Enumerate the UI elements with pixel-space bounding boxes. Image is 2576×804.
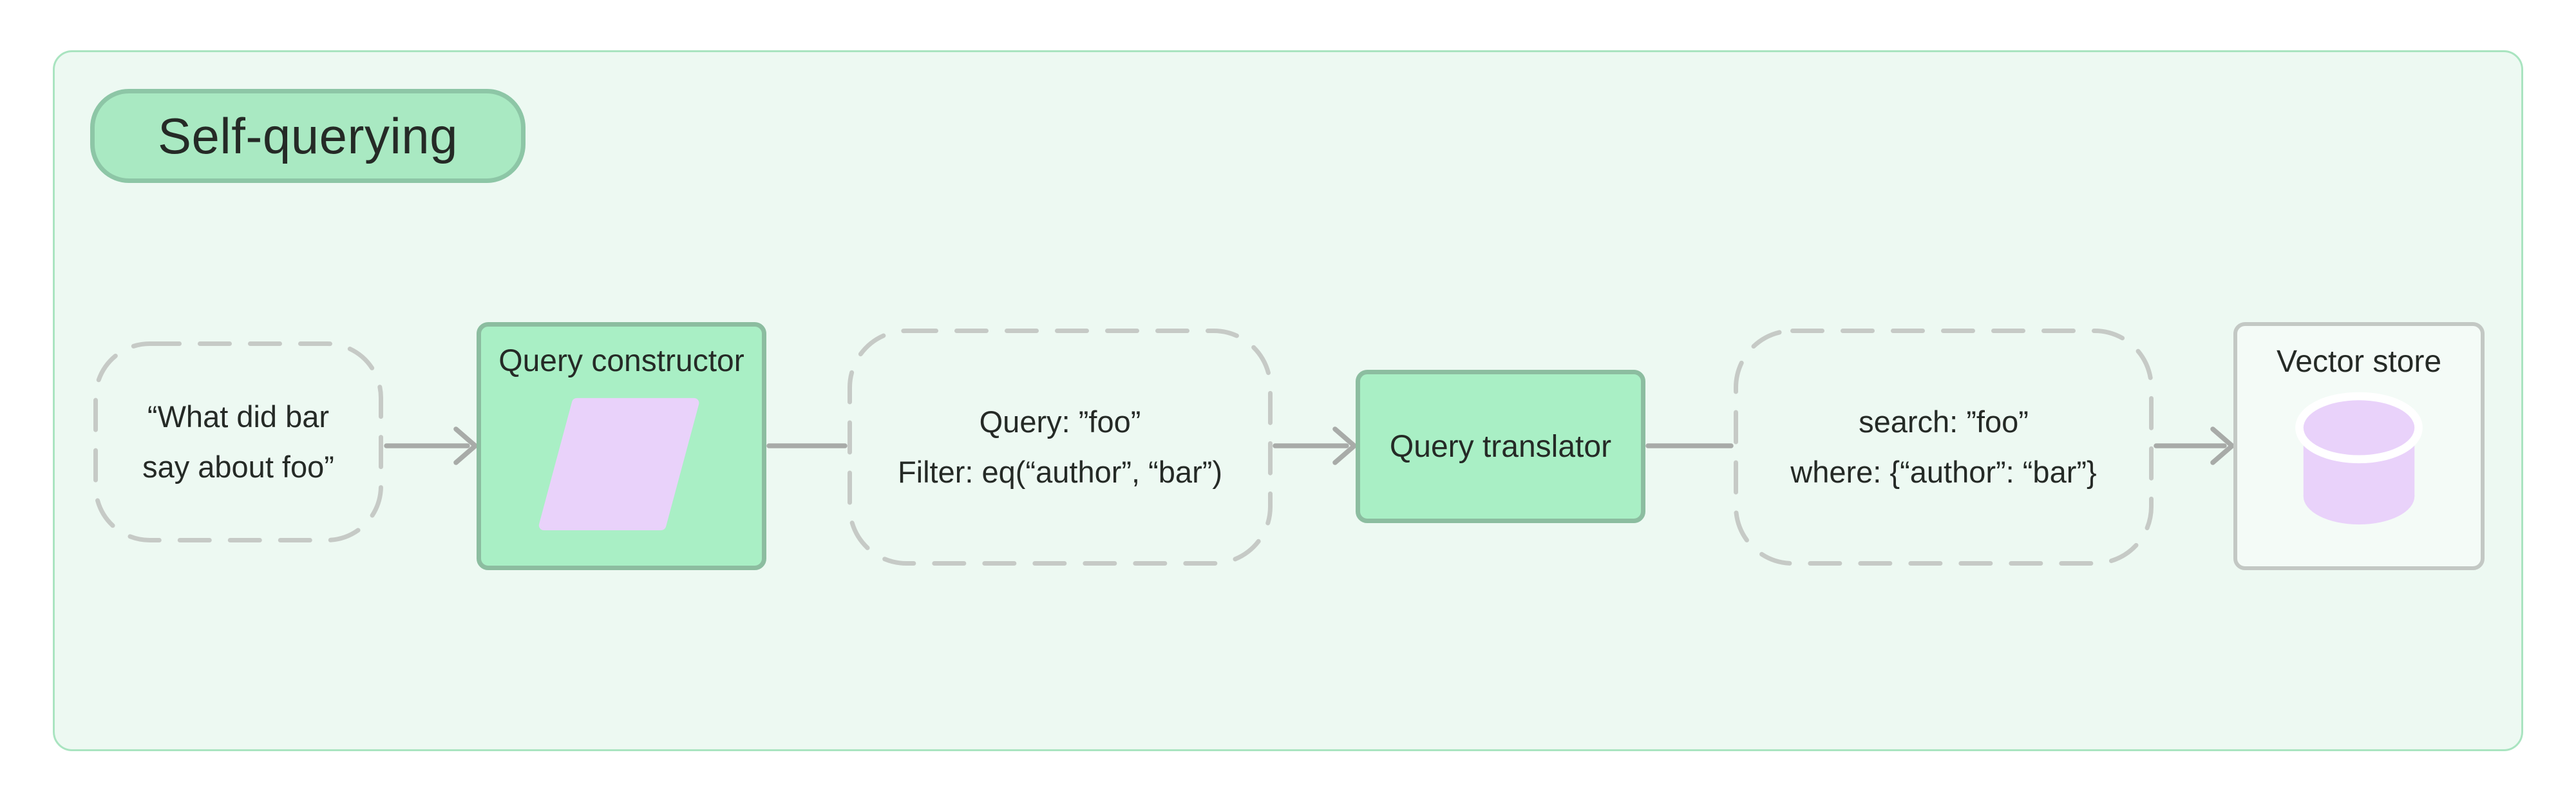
user-query-text: “What did bar say about foo” (142, 392, 334, 492)
structured-query-line1: Query: ”foo” (979, 405, 1141, 439)
diagram-title-badge: Self-querying (90, 89, 526, 183)
structured-query-text: Query: ”foo” Filter: eq(“author”, “bar”) (898, 397, 1222, 497)
vector-store-label: Vector store (2276, 345, 2442, 379)
node-query-translator: Query translator (1356, 370, 1645, 523)
node-query-constructor: Query constructor (477, 322, 766, 570)
node-user-query: “What did bar say about foo” (93, 341, 383, 542)
translated-query-line1: search: ”foo” (1859, 405, 2029, 439)
database-cylinder-icon (2295, 392, 2423, 525)
diagram-title: Self-querying (157, 107, 459, 164)
structured-query-line2: Filter: eq(“author”, “bar”) (897, 455, 1223, 489)
translated-query-line2: where: {“author”: “bar”} (1790, 455, 2097, 489)
node-vector-store: Vector store (2233, 322, 2485, 570)
translated-query-text: search: ”foo” where: {“author”: “bar”} (1790, 397, 2096, 497)
user-query-line2: say about foo” (142, 450, 334, 484)
dashed-border (1734, 329, 2154, 566)
parallelogram-icon (538, 397, 699, 531)
query-constructor-label: Query constructor (498, 344, 744, 378)
node-translated-query: search: ”foo” where: {“author”: “bar”} (1734, 329, 2154, 566)
node-structured-query: Query: ”foo” Filter: eq(“author”, “bar”) (848, 329, 1273, 566)
user-query-line1: “What did bar (147, 399, 330, 434)
dashed-border (93, 341, 383, 542)
dashed-border (848, 329, 1273, 566)
query-translator-label: Query translator (1389, 429, 1612, 464)
